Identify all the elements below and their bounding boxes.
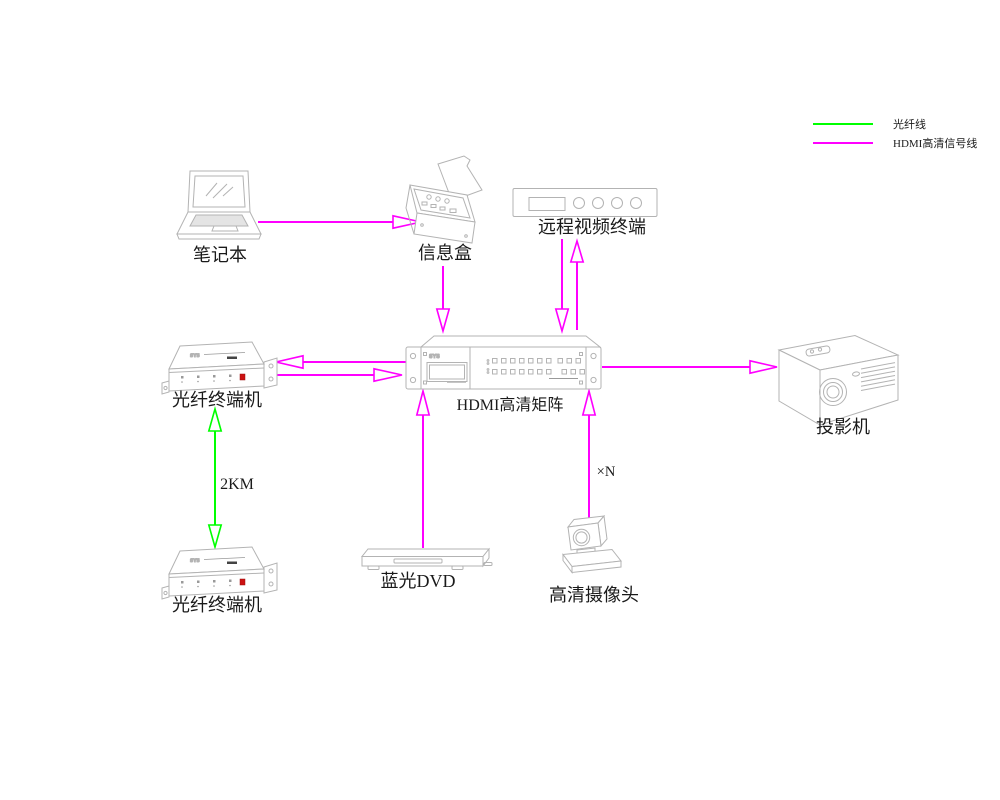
trackpad: [211, 225, 239, 232]
rack-screws: [409, 352, 597, 385]
matrix-buttons: [486, 358, 585, 375]
matrix-lcd: [426, 362, 468, 382]
hd-camera-icon: [562, 514, 622, 574]
arrowhead-right-icon: [373, 367, 403, 383]
fiber-terminal-top-label: 光纤终端机: [172, 390, 262, 410]
arrowhead-down-icon: [435, 308, 451, 334]
terminal-front-face: [168, 568, 265, 597]
fiber-terminal-bottom-icon: SYS: [161, 546, 278, 600]
info-box-icon: [405, 155, 483, 244]
projector-lens: [819, 378, 847, 406]
projector-icon: [777, 334, 900, 426]
projector-label: 投影机: [816, 417, 870, 437]
hdmi-matrix-label: HDMI高清矩阵: [457, 396, 564, 414]
arrowhead-right-icon: [749, 359, 778, 375]
fiber-terminal-top-icon: SYS: [161, 341, 278, 395]
screen-reflection: [205, 182, 234, 199]
arrowhead-up-icon: [207, 406, 223, 432]
bluray-dvd-label: 蓝光DVD: [381, 571, 456, 591]
connector-ports: [421, 194, 457, 213]
red-indicator: [239, 578, 246, 586]
matrix-brand-text: SYS: [429, 354, 440, 360]
red-indicator: [239, 373, 246, 381]
hd-camera-label: 高清摄像头: [549, 585, 639, 605]
camera-lens: [572, 528, 591, 547]
knob: [611, 197, 623, 209]
mount-ear: [263, 562, 278, 594]
knob: [592, 197, 604, 209]
info-box-label: 信息盒: [418, 243, 472, 263]
knob: [630, 197, 642, 209]
legend: 光纤线 HDMI高清信号线: [813, 117, 977, 150]
hdmi-matrix-icon: SYS: [405, 335, 602, 390]
arrowhead-up-icon: [569, 238, 585, 263]
front-ports: [181, 374, 232, 383]
laptop-icon: [176, 170, 262, 240]
mount-ear: [161, 380, 170, 395]
camera-multiplier-label: ×N: [597, 464, 616, 480]
legend-fiber-label: 光纤线: [893, 117, 926, 131]
mount-ear: [263, 357, 278, 389]
fiber-top-brand-text: SYS: [190, 353, 200, 359]
box-front-face: [413, 212, 476, 244]
terminal-front-face: [168, 363, 265, 392]
remote-terminal-label: 远程视频终端: [538, 217, 646, 237]
arrowhead-up-icon: [581, 387, 597, 416]
fiber-bottom-brand-text: SYS: [190, 558, 200, 564]
arrowhead-right-icon: [392, 214, 422, 230]
ir-sensor: [852, 371, 860, 377]
disc-tray: [393, 558, 443, 564]
dvd-front-face: [361, 556, 484, 567]
connections: [207, 214, 778, 550]
fiber-distance-label: 2KM: [220, 476, 254, 493]
legend-hdmi-label: HDMI高清信号线: [893, 136, 977, 150]
mount-ear: [161, 585, 170, 600]
keyboard-area: [189, 214, 249, 227]
dvd-top-face: [360, 548, 491, 557]
arrowhead-up-icon: [415, 387, 431, 416]
vent-grille: [860, 362, 896, 391]
foot: [367, 565, 380, 570]
foot: [451, 565, 464, 570]
front-ports: [181, 579, 232, 588]
knob: [573, 197, 585, 209]
remote-terminal-icon: [512, 188, 658, 217]
bluray-dvd-icon: [360, 547, 493, 570]
foot: [483, 562, 493, 566]
fiber-terminal-bottom-label: 光纤终端机: [172, 595, 262, 615]
arrowhead-down-icon: [554, 308, 570, 334]
terminal-chassis: [512, 188, 658, 217]
terminal-display: [528, 197, 566, 211]
arrowhead-left-icon: [275, 354, 304, 370]
matrix-top-face: [419, 335, 602, 348]
arrowhead-down-icon: [207, 524, 223, 550]
projector-controls: [805, 345, 831, 357]
laptop-label: 笔记本: [193, 245, 247, 265]
projector-front-face: [819, 354, 899, 426]
